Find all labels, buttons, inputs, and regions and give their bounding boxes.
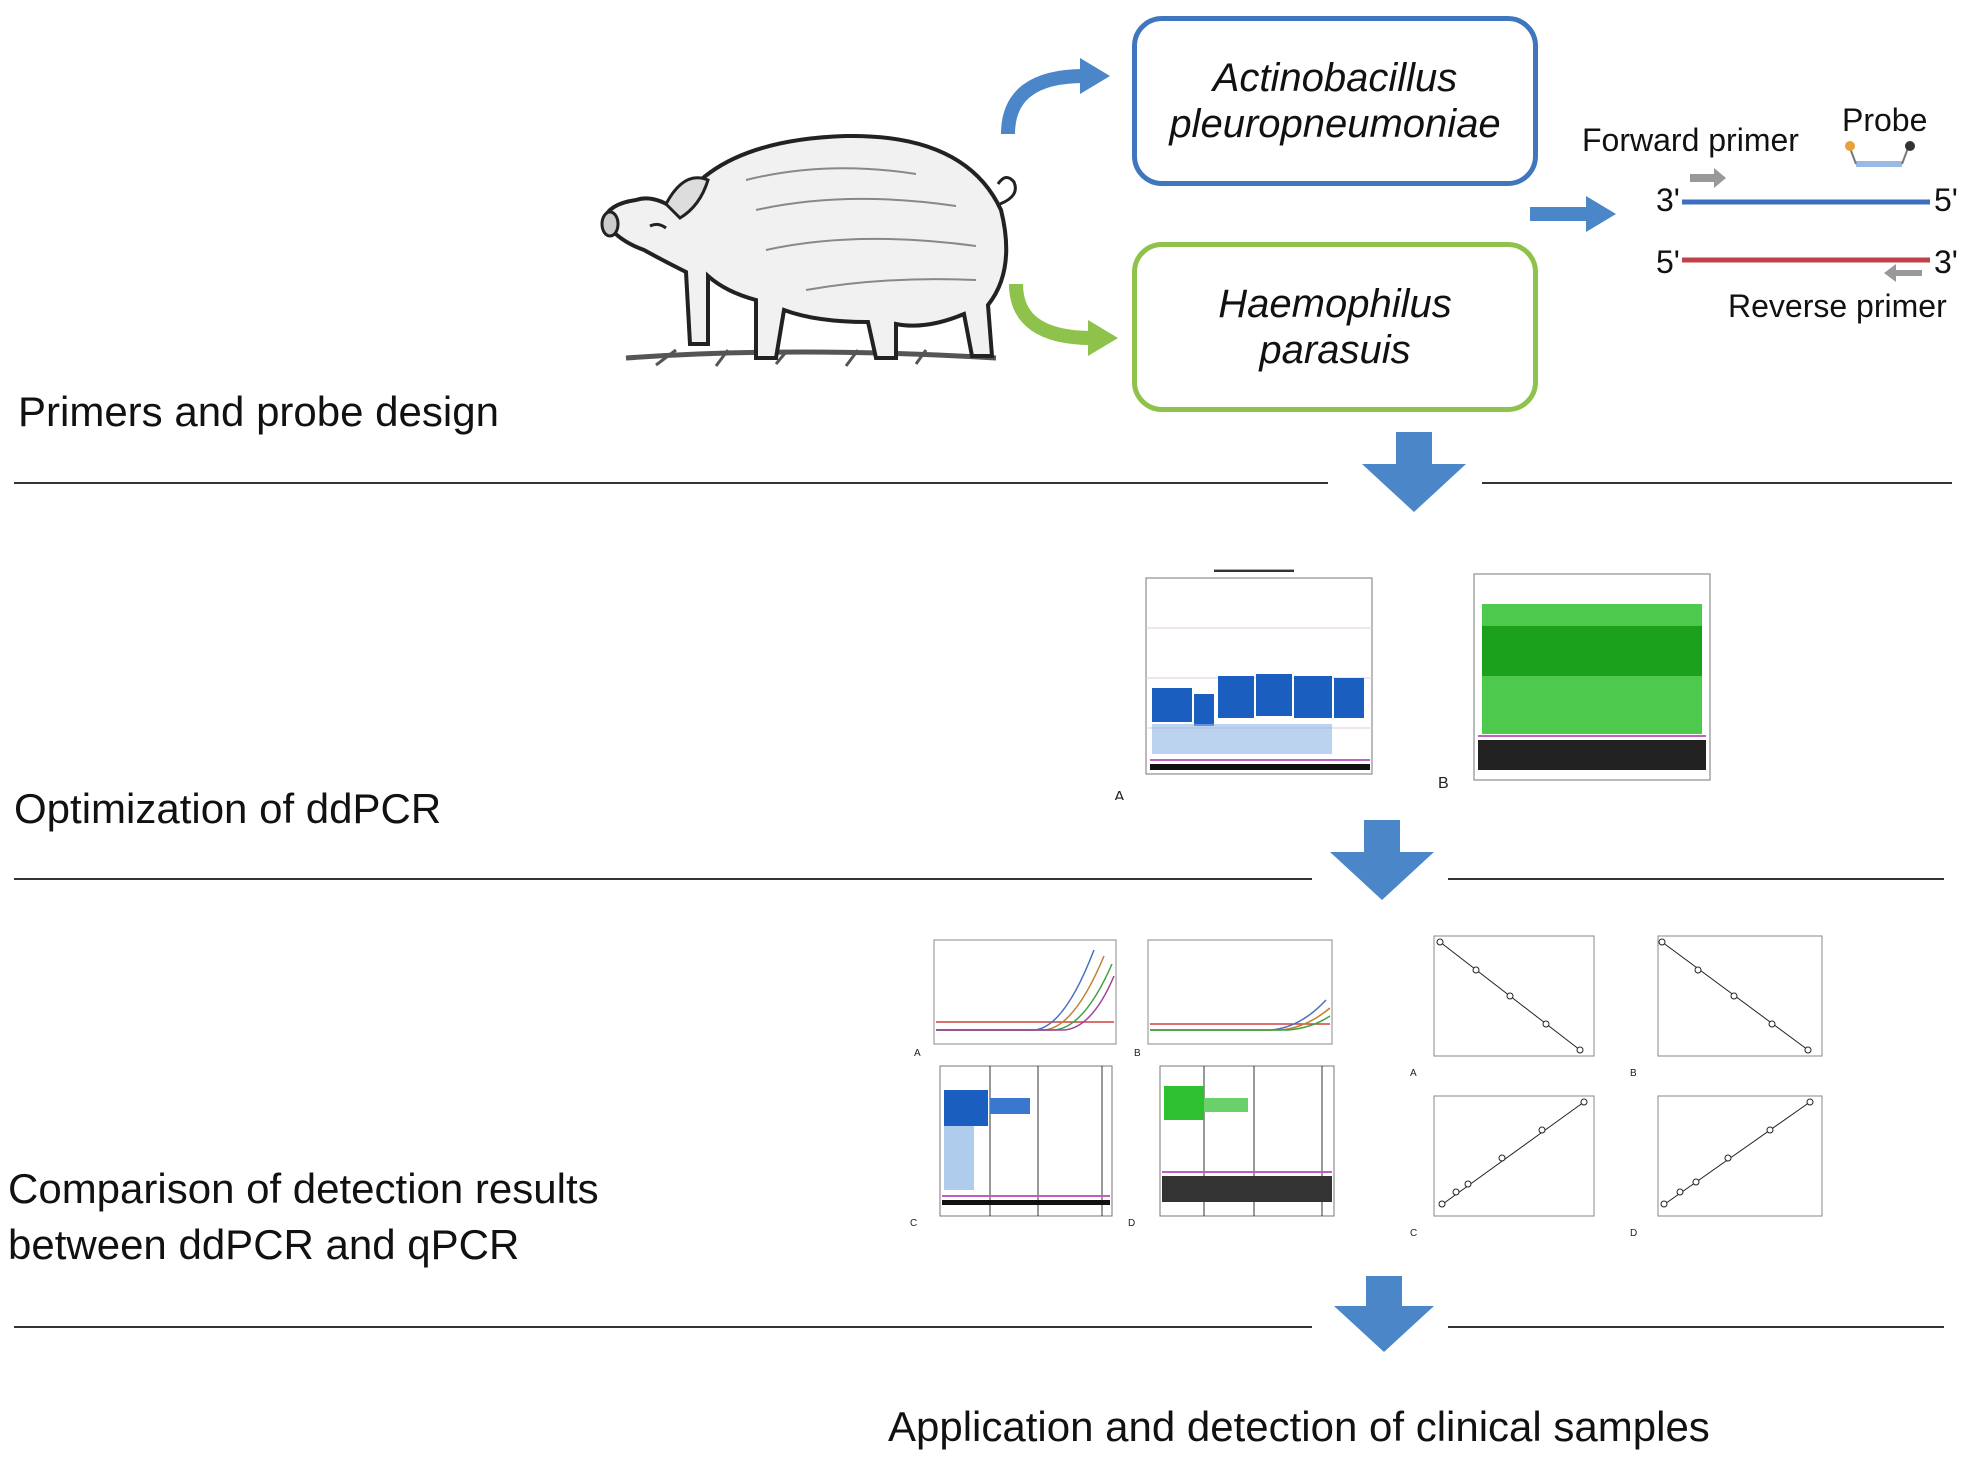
- dna-top-right-label: 5': [1934, 182, 1958, 218]
- std-d-label: D: [1630, 1228, 1637, 1239]
- optimization-plot-b: B: [1438, 573, 1711, 792]
- standard-curve-c: C: [1410, 1095, 1595, 1239]
- stage-clinical-samples: Application and detection of clinical sa…: [888, 1403, 1710, 1450]
- divider-1-left: [14, 482, 1328, 484]
- probe-quencher-dot: [1905, 141, 1915, 151]
- divider-2-right: [1448, 878, 1944, 880]
- stage-comparison-line1: Comparison of detection results: [8, 1165, 599, 1212]
- amplification-plot-a: A: [914, 939, 1117, 1059]
- stage-primers-probe-design: Primers and probe design: [18, 388, 499, 435]
- divider-3-right: [1448, 1326, 1944, 1328]
- probe-label: Probe: [1842, 102, 1928, 138]
- cmp-c-label: C: [910, 1218, 917, 1229]
- app-name-line1: Actinobacillus: [1212, 56, 1458, 100]
- reverse-primer-arrow: [1884, 264, 1922, 282]
- pig-illustration: [600, 133, 1017, 367]
- forward-primer-label: Forward primer: [1582, 122, 1799, 158]
- dna-top-left-label: 3': [1656, 182, 1680, 218]
- dna-bottom-right-label: 3': [1934, 244, 1958, 280]
- standard-curve-d: D: [1630, 1095, 1823, 1239]
- down-arrow-2: [1330, 820, 1434, 900]
- hps-name-line2: parasuis: [1259, 328, 1411, 372]
- down-arrow-3: [1334, 1276, 1434, 1352]
- opt-plot-b-label: B: [1438, 775, 1449, 792]
- cmp-d-label: D: [1128, 1218, 1135, 1229]
- optimization-plot-a: ▬▬▬▬▬▬▬▬▬▬ A: [1114, 565, 1373, 800]
- divider-3-left: [14, 1326, 1312, 1328]
- opt-plot-a-label: A: [1114, 789, 1125, 800]
- std-a-label: A: [1410, 1068, 1417, 1079]
- blue-curved-arrow: [1001, 58, 1110, 135]
- cmp-b-label: B: [1134, 1048, 1141, 1059]
- dna-strands-diagram: [1682, 141, 1930, 282]
- std-c-label: C: [1410, 1228, 1417, 1239]
- std-b-label: B: [1630, 1068, 1637, 1079]
- ddpcr-dilution-plot-d: D: [1128, 1065, 1335, 1229]
- stage-optimization-ddpcr: Optimization of ddPCR: [14, 785, 442, 832]
- green-curved-arrow: [1009, 283, 1118, 356]
- amplification-plot-b: B: [1134, 939, 1333, 1059]
- divider-1-right: [1482, 482, 1952, 484]
- stage-comparison-line2: between ddPCR and qPCR: [8, 1221, 520, 1268]
- ddpcr-dilution-plot-c: C: [910, 1065, 1113, 1229]
- divider-2-left: [14, 878, 1312, 880]
- svg-text:▬▬▬▬▬▬▬▬▬▬: ▬▬▬▬▬▬▬▬▬▬: [1214, 565, 1294, 574]
- standard-curve-a: A: [1410, 935, 1595, 1079]
- hps-name-line1: Haemophilus: [1218, 282, 1452, 326]
- pathogen-box-app: Actinobacillus pleuropneumoniae: [1132, 16, 1538, 186]
- right-arrow-to-primers: [1530, 196, 1616, 232]
- pathogen-box-hps: Haemophilus parasuis: [1132, 242, 1538, 412]
- cmp-a-label: A: [914, 1048, 921, 1059]
- down-arrow-1: [1362, 432, 1466, 512]
- forward-primer-arrow: [1690, 168, 1726, 188]
- probe-reporter-dot: [1845, 141, 1855, 151]
- standard-curve-b: B: [1630, 935, 1823, 1079]
- dna-bottom-left-label: 5': [1656, 244, 1680, 280]
- reverse-primer-label: Reverse primer: [1728, 288, 1947, 324]
- app-name-line2: pleuropneumoniae: [1169, 102, 1501, 146]
